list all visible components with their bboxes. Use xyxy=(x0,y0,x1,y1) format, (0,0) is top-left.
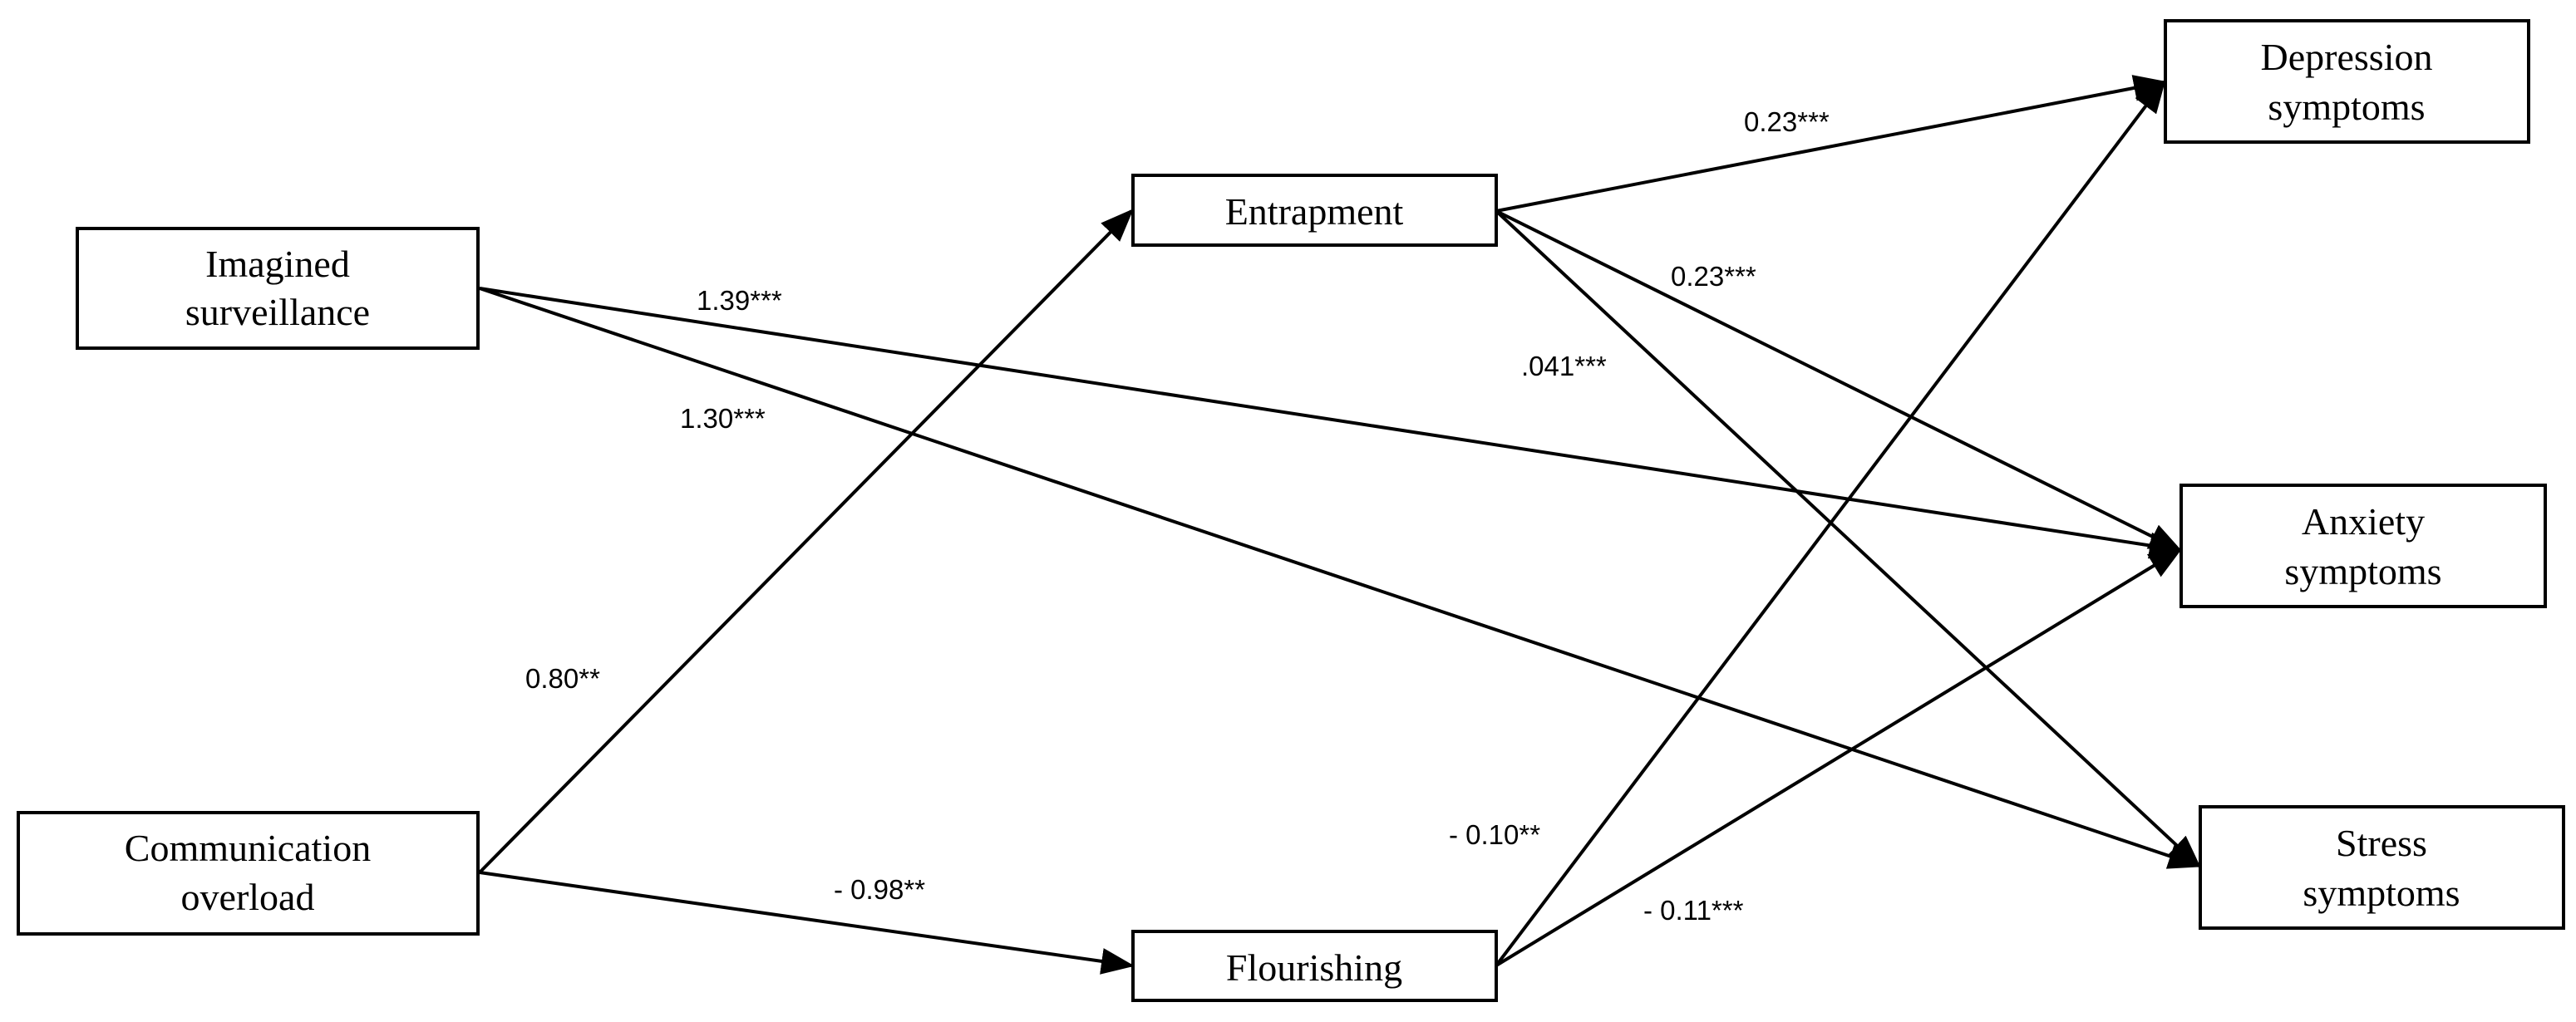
edge-imagined-surveillance-to-anxiety xyxy=(479,287,2183,559)
edge-labels: 1.39*** 1.30*** 0.80** - 0.98** 0.23*** … xyxy=(525,106,1830,926)
node-flourishing: Flourishing xyxy=(1131,930,1498,1002)
node-depression-symptoms: Depression symptoms xyxy=(2164,19,2530,144)
node-label-line-1: Communication xyxy=(125,827,371,869)
node-label-line-1: Depression xyxy=(2261,36,2433,78)
edge-label-entrapment-to-anxiety: 0.23*** xyxy=(1671,261,1756,292)
node-label-line-2: overload xyxy=(181,876,315,918)
edge-communication-overload-to-flourishing xyxy=(479,871,1135,975)
edge-entrapment-to-anxiety xyxy=(1495,209,2183,552)
node-imagined-surveillance: Imagined surveillance xyxy=(76,227,480,350)
edges xyxy=(478,75,2202,975)
node-stress-symptoms: Stress symptoms xyxy=(2199,805,2565,930)
node-communication-overload: Communication overload xyxy=(17,811,480,936)
edge-communication-overload-to-entrapment xyxy=(478,209,1134,874)
node-label-line-2: surveillance xyxy=(185,291,370,333)
node-entrapment: Entrapment xyxy=(1131,174,1498,247)
node-label-line-2: symptoms xyxy=(2268,86,2425,128)
edge-imagined-surveillance-to-stress xyxy=(479,287,2202,869)
edge-label-communication-overload-to-entrapment: 0.80** xyxy=(525,663,600,694)
edge-label-flourishing-to-depression: - 0.10** xyxy=(1449,819,1540,850)
edge-entrapment-to-depression xyxy=(1495,75,2167,213)
edge-label-flourishing-to-anxiety: - 0.11*** xyxy=(1643,895,1744,926)
node-label-line-2: symptoms xyxy=(2303,872,2460,914)
node-label-line-1: Stress xyxy=(2336,822,2427,864)
edge-label-entrapment-to-stress: .041*** xyxy=(1521,351,1607,381)
node-label-line-1: Imagined xyxy=(205,243,350,285)
node-label-line-2: symptoms xyxy=(2284,550,2441,592)
edge-flourishing-to-anxiety xyxy=(1495,548,2183,967)
edge-flourishing-to-depression xyxy=(1495,79,2166,967)
edge-label-imagined-surveillance-to-anxiety: 1.39*** xyxy=(697,285,782,316)
edge-entrapment-to-stress xyxy=(1495,209,2201,868)
edge-label-imagined-surveillance-to-stress: 1.30*** xyxy=(680,403,766,434)
edge-label-entrapment-to-depression: 0.23*** xyxy=(1744,106,1830,137)
node-label-line-1: Flourishing xyxy=(1226,946,1402,989)
node-label-line-1: Entrapment xyxy=(1225,190,1404,233)
node-label-line-1: Anxiety xyxy=(2302,500,2425,543)
edge-label-communication-overload-to-flourishing: - 0.98** xyxy=(834,874,925,905)
node-anxiety-symptoms: Anxiety symptoms xyxy=(2180,484,2547,608)
